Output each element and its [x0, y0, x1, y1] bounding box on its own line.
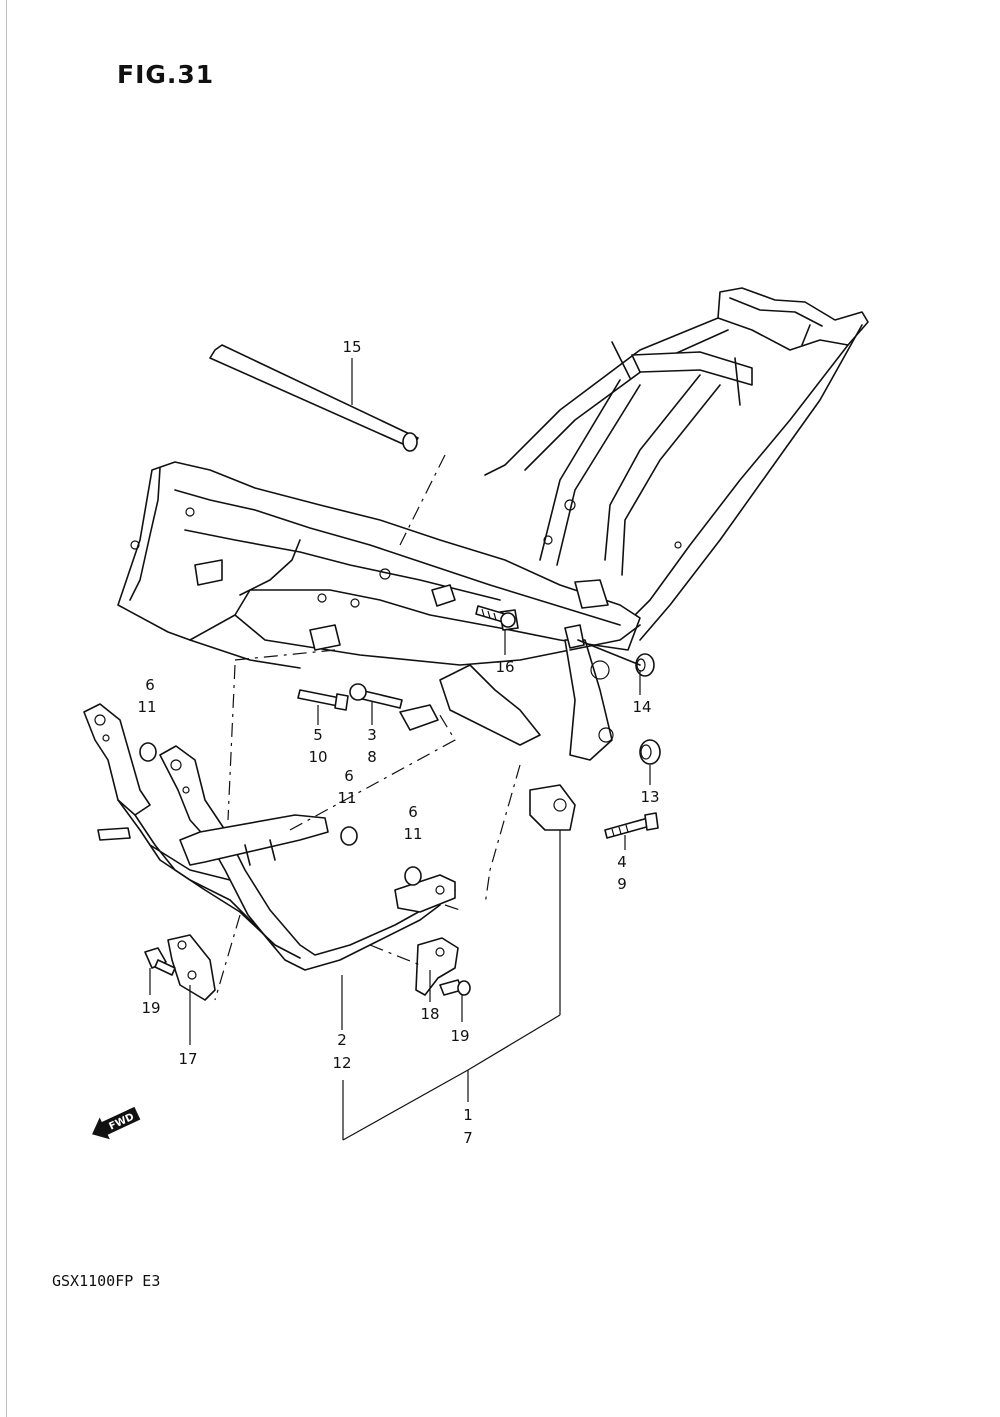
callout-11-b: 11 — [337, 789, 356, 807]
main-frame — [117, 287, 869, 761]
part-11-nut-a — [139, 742, 157, 762]
dashed-assembly-lines — [214, 649, 521, 1001]
callout-19-a: 19 — [141, 999, 160, 1017]
callout-leaders — [149, 358, 651, 1141]
callout-13: 13 — [640, 788, 659, 806]
callout-11-c: 11 — [403, 825, 422, 843]
callout-6-a: 6 — [145, 676, 155, 694]
leader-15-to-frame — [399, 454, 446, 546]
page-edge-line — [6, 0, 7, 1417]
forward-arrow-icon: FWD — [92, 1106, 141, 1140]
part-17-bracket — [167, 934, 216, 1001]
part-11-nut-b — [340, 826, 358, 846]
callout-9: 9 — [617, 875, 627, 893]
callout-5: 5 — [313, 726, 323, 744]
callout-3: 3 — [367, 726, 377, 744]
callout-2: 2 — [337, 1031, 347, 1049]
callout-14: 14 — [632, 698, 651, 716]
callout-12: 12 — [332, 1054, 351, 1072]
callout-8: 8 — [367, 748, 377, 766]
part-16-bolt — [475, 605, 516, 628]
part-19-bolt-a — [144, 947, 176, 976]
leader-14-line — [577, 639, 641, 666]
callout-18: 18 — [420, 1005, 439, 1023]
callout-16: 16 — [495, 658, 514, 676]
callout-1: 1 — [463, 1106, 473, 1124]
callout-11-a: 11 — [137, 698, 156, 716]
rear-engine-bracket — [529, 784, 576, 831]
callout-7: 7 — [463, 1129, 473, 1147]
part-15-pipe — [209, 344, 419, 452]
callout-10: 10 — [308, 748, 327, 766]
model-code: GSX1100FP E3 — [52, 1272, 161, 1290]
callout-15: 15 — [342, 338, 361, 356]
part-19-bolt-b — [439, 979, 471, 996]
callout-17: 17 — [178, 1050, 197, 1068]
callout-labels: 15 16 14 13 6 11 5 10 3 8 6 11 6 11 4 9 … — [137, 338, 659, 1147]
callout-6-c: 6 — [408, 803, 418, 821]
callout-4: 4 — [617, 853, 627, 871]
part-11-nut-c — [404, 866, 422, 886]
callout-6-b: 6 — [344, 767, 354, 785]
part-5-bolt — [297, 689, 349, 711]
part-13-bushing — [639, 739, 661, 765]
callout-19-b: 19 — [450, 1027, 469, 1045]
part-4-bolt — [604, 812, 659, 839]
part-3-bolt — [349, 683, 403, 709]
part-2-down-tube — [83, 703, 456, 971]
part-18-bracket — [415, 937, 459, 996]
figure-title: FIG.31 — [117, 60, 215, 89]
